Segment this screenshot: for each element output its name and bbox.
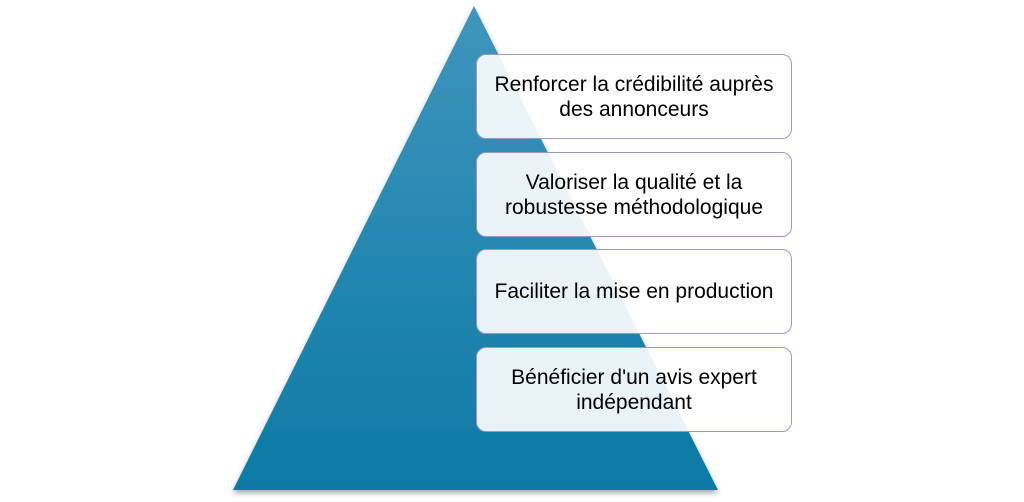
pyramid-level-1-label: Renforcer la crédibilité auprès des anno… <box>494 72 774 121</box>
pyramid-level-1-box: Renforcer la crédibilité auprès des anno… <box>476 54 792 139</box>
pyramid-level-3-label: Faciliter la mise en production <box>494 280 774 303</box>
pyramid-level-4-label: Bénéficier d'un avis expert indépendant <box>511 365 757 414</box>
pyramid-level-3-box: Faciliter la mise en production <box>476 249 792 334</box>
pyramid-level-4-box: Bénéficier d'un avis expert indépendant <box>476 347 792 432</box>
pyramid-level-2-label: Valoriser la qualité et la robustesse mé… <box>504 170 763 219</box>
pyramid-level-2-box: Valoriser la qualité et la robustesse mé… <box>476 152 792 237</box>
